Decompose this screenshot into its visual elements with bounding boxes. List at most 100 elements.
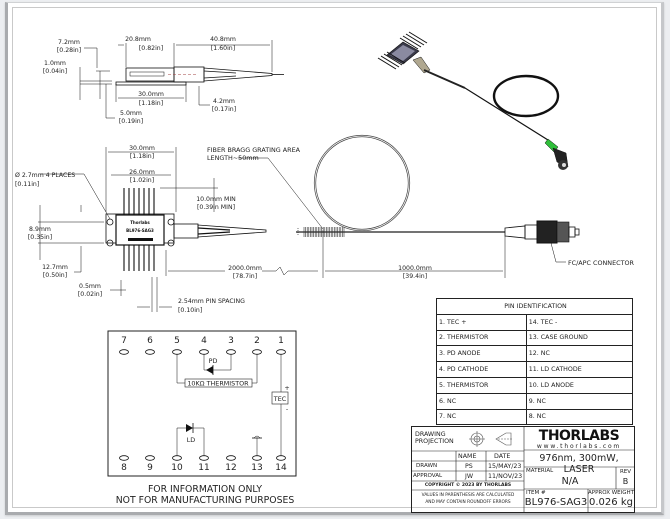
dim-1.0in: [0.04in] bbox=[43, 68, 67, 75]
projection-label-2: PROJECTION bbox=[415, 438, 454, 445]
dim-40.8in: [1.60in] bbox=[211, 45, 235, 52]
dim-1000in: [39.4in] bbox=[403, 273, 427, 280]
dim-1000mm: 1000.0mm bbox=[398, 265, 432, 272]
copyright: COPYRIGHT © 2023 BY THORLABS bbox=[424, 483, 512, 488]
pin-identification-table: PIN IDENTIFICATION 1. TEC +14. TEC -2. T… bbox=[436, 298, 634, 426]
pin-pad-top bbox=[252, 349, 262, 355]
approval-label: APPROVAL bbox=[413, 473, 443, 479]
fiber-taper-top bbox=[197, 224, 267, 238]
fiber-boot-top bbox=[173, 223, 199, 239]
pin-pad-top bbox=[226, 349, 236, 355]
date-header: DATE bbox=[494, 453, 511, 460]
dim-5.0mm: 5.0mm bbox=[120, 110, 142, 117]
dim-8.9in: [0.35in] bbox=[28, 234, 52, 241]
pin-number-bottom: 9 bbox=[147, 463, 153, 473]
pin-cell-left: 6. NC bbox=[436, 392, 527, 410]
drawn-label: DRAWN bbox=[416, 463, 438, 469]
rev-label: REV bbox=[619, 469, 632, 475]
drawn-date: 15/MAY/23 bbox=[488, 463, 522, 470]
dim-40.8mm: 40.8mm bbox=[210, 36, 236, 43]
pin-cell-right: 13. CASE GROUND bbox=[525, 329, 634, 347]
package-label-model: BL976-SAG3 bbox=[126, 228, 154, 233]
fbg-length-label: LENGTH~50mm bbox=[207, 154, 259, 162]
side-view: 20.8mm [0.82in] 40.8mm [1.60in] 7.2mm [0… bbox=[43, 36, 284, 125]
pin-number-top: 1 bbox=[278, 336, 284, 346]
fiber-taper-side bbox=[203, 67, 273, 82]
pin-table-row: 1. TEC +14. TEC - bbox=[436, 313, 634, 331]
package-label-serial bbox=[128, 238, 153, 241]
values-note-1: VALUES IN PARENTHESIS ARE CALCULATED bbox=[421, 493, 515, 498]
thermistor-label: 10KΩ THERMISTOR bbox=[187, 380, 249, 388]
name-header: NAME bbox=[458, 453, 477, 460]
pin-pad-bottom bbox=[172, 455, 182, 461]
dim-7.2in: [0.28in] bbox=[57, 47, 81, 54]
dim-7.2mm: 7.2mm bbox=[58, 39, 80, 46]
pin-number-top: 4 bbox=[201, 336, 207, 346]
pin-number-top: 7 bbox=[121, 336, 127, 346]
pin-cell-left: 2. THERMISTOR bbox=[436, 329, 527, 347]
pin-pad-top bbox=[199, 349, 209, 355]
dim-30.0in-top: [1.18in] bbox=[130, 153, 154, 160]
website: www.thorlabs.com bbox=[536, 443, 622, 450]
product-3d-render bbox=[377, 31, 569, 170]
material-label: MATERIAL bbox=[526, 468, 554, 474]
pin-table-header: PIN IDENTIFICATION bbox=[436, 298, 633, 315]
dim-26.0mm: 26.0mm bbox=[129, 169, 155, 176]
pin-pad-bottom bbox=[252, 455, 262, 461]
pin-number-bottom: 14 bbox=[275, 463, 287, 473]
dim-0.5in: [0.02in] bbox=[78, 291, 102, 298]
pin-cell-left: 5. THERMISTOR bbox=[436, 376, 527, 394]
top-view: Thorlabs BL976-SAG3 30.0mm [1.18in] 2 bbox=[15, 145, 324, 314]
dim-2000in: [78.7in] bbox=[233, 273, 257, 280]
pin-pad-top bbox=[276, 349, 286, 355]
dim-2000mm: 2000.0mm bbox=[228, 265, 262, 272]
connector-label: FC/APC CONNECTOR bbox=[568, 259, 634, 267]
projection-symbol-icon bbox=[469, 431, 513, 447]
pin-cell-left: 4. PD CATHODE bbox=[436, 361, 527, 378]
title-block-grid bbox=[412, 427, 634, 512]
fiber-assembly: 1000.0mm [39.4in] FC/APC CONNECTOR bbox=[296, 134, 634, 280]
dim-0.5mm: 0.5mm bbox=[79, 283, 101, 290]
fc-apc-connector bbox=[504, 220, 580, 244]
package-body-side bbox=[125, 67, 175, 82]
drawn-name: PS bbox=[465, 463, 473, 470]
dim-8.9mm: 8.9mm bbox=[29, 226, 51, 233]
pin-pad-bottom bbox=[276, 455, 286, 461]
item-number: BL976-SAG3 bbox=[524, 497, 588, 508]
dim-hole-diameter: Ø 2.7mm 4 PLACES bbox=[15, 171, 75, 179]
fbg-grating bbox=[303, 227, 345, 237]
pin-cell-left: 7. NC bbox=[436, 408, 527, 426]
dim-12.7in: [0.50in] bbox=[43, 272, 67, 279]
top-pins bbox=[123, 188, 155, 215]
schematic-border bbox=[107, 330, 297, 477]
values-note-2: AND MAY CONTAIN ROUNDOFF ERRORS bbox=[425, 500, 511, 505]
info-note-line2: NOT FOR MANUFACTURING PURPOSES bbox=[116, 495, 295, 506]
pin-number-top: 2 bbox=[254, 336, 260, 346]
pin-pad-top bbox=[145, 349, 155, 355]
part-description: 976nm, 300mW, LASER bbox=[539, 453, 619, 475]
pin-pad-bottom bbox=[226, 455, 236, 461]
weight-value: 0.026 kg bbox=[589, 497, 633, 508]
dim-30.0mm-top: 30.0mm bbox=[129, 145, 155, 152]
dim-pin-spacing: 2.54mm PIN SPACING bbox=[178, 298, 245, 305]
tec-plus: + bbox=[284, 384, 289, 392]
fiber-coil bbox=[313, 134, 411, 232]
pin-cell-left: 1. TEC + bbox=[436, 313, 527, 331]
thorlabs-logo: THORLABS bbox=[538, 428, 620, 444]
weight-label: APPROX WEIGHT bbox=[588, 490, 635, 496]
bottom-pins bbox=[123, 245, 155, 271]
pin-pad-top bbox=[172, 349, 182, 355]
projection-label-1: DRAWING bbox=[415, 431, 446, 438]
dim-12.7mm: 12.7mm bbox=[42, 264, 68, 271]
item-label: ITEM # bbox=[526, 490, 546, 496]
approval-name: JW bbox=[465, 473, 474, 480]
pin-number-top: 6 bbox=[147, 336, 153, 346]
pin-number-top: 3 bbox=[228, 336, 234, 346]
dim-pin-spacing-in: [0.10in] bbox=[178, 307, 202, 314]
pin-pad-bottom bbox=[145, 455, 155, 461]
